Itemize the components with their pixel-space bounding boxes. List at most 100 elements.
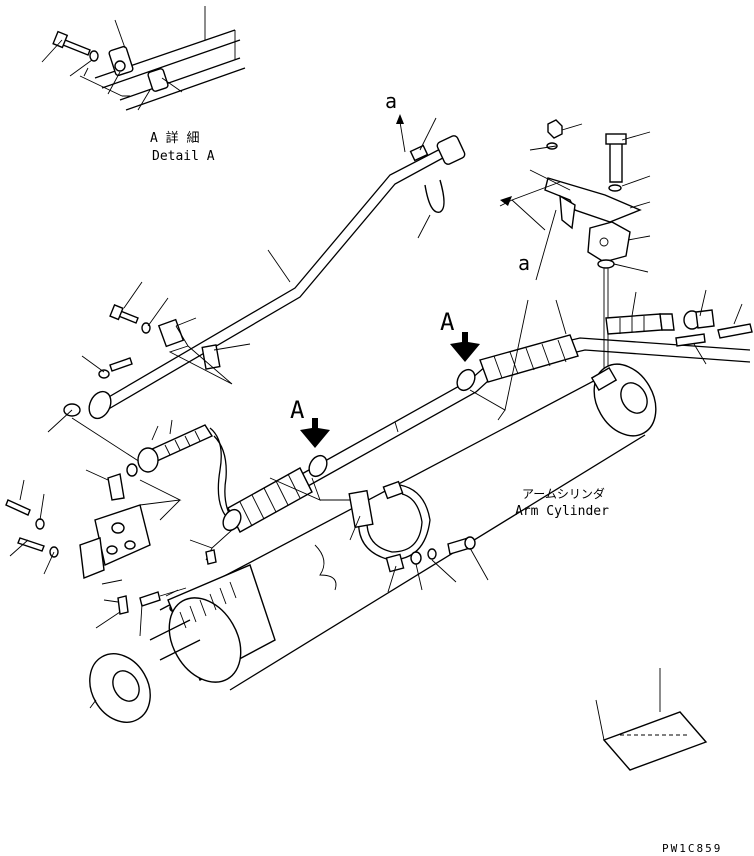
detail-tube-upper-edge: [101, 39, 241, 89]
hose-end-threads: [619, 316, 645, 334]
valve-body: [94, 504, 151, 566]
hose-tag: [205, 549, 217, 565]
band-clamp-tab: [382, 480, 404, 500]
valve-nipple: [117, 595, 129, 615]
detail-leader-4: [137, 89, 151, 111]
valve-bolt-1: [5, 499, 31, 516]
cylinder-break: [314, 544, 337, 591]
rod-eye-bore: [112, 670, 140, 702]
detail-a-inset: A 詳 細 Detail A: [41, 6, 246, 164]
view-arrow-a-1: [300, 418, 330, 448]
valve-plate: [79, 537, 105, 579]
hose-left-bend-2: [213, 435, 233, 521]
clip-leader: [419, 117, 437, 151]
band-clamp-washer: [410, 551, 422, 565]
band-clamp-block: [348, 489, 374, 529]
pipe-clip-top: [409, 144, 429, 162]
ref-label-a-right: a: [518, 251, 530, 275]
gland-bolts: [179, 581, 237, 629]
detail-clamp-2: [147, 68, 169, 92]
nut: [547, 119, 563, 139]
valve-bolt-2: [17, 537, 45, 552]
valve-bracket-lines: [139, 479, 182, 521]
detail-bracket-lines: [79, 67, 130, 97]
detail-label-jp: A 詳 細: [150, 130, 199, 146]
clamp-plate-1: [157, 318, 185, 348]
mount-bracket-leg: [559, 194, 576, 230]
right-upper-leaders: [529, 123, 651, 273]
view-label-a-2: A: [440, 308, 455, 336]
hose-fitting-threads: [164, 430, 201, 456]
long-bolt-head: [605, 133, 627, 145]
caution-label-card: [595, 668, 708, 771]
band-clamp-spacer: [385, 553, 405, 573]
arm-cylinder: アームシリンダ Arm Cylinder: [89, 363, 657, 723]
left-fastener-group: [47, 281, 251, 463]
cylinder-port-block: [590, 366, 618, 392]
right-upper-parts: a: [499, 119, 651, 370]
left-leaders: [47, 281, 251, 433]
cylinder-top-edge: [159, 374, 606, 611]
band-clamp-washer-2: [427, 548, 437, 560]
bolt-1-head: [109, 304, 124, 321]
hose-clamp-right: [456, 368, 476, 392]
valve-plug: [139, 591, 161, 607]
spiral-guard-left-wraps: [239, 473, 301, 527]
drawing-code: PW1C859: [662, 842, 722, 855]
valve-port-1: [111, 522, 125, 534]
ref-label-a-top: a: [385, 89, 397, 113]
detail-tube-lower: [119, 57, 241, 101]
spiral-guard-right: [479, 334, 579, 383]
spiral-guard-right-wraps: [493, 339, 567, 379]
hose-break: [394, 421, 399, 433]
detail-leader-6: [114, 19, 126, 49]
hose-end-left: [222, 508, 242, 532]
ref-arrow-head-right: [500, 196, 512, 206]
junction-block: [587, 221, 631, 263]
detail-leader-1: [41, 39, 63, 63]
view-arrow-a-2: [450, 332, 480, 362]
detail-clamp-hole: [114, 60, 126, 72]
piston-rod: [149, 619, 201, 661]
clamp-leader-right: [469, 299, 529, 421]
detail-tube-lower-edge: [125, 67, 246, 111]
middle-hose-assembly: A A: [189, 299, 751, 565]
adapter-body: [695, 309, 715, 329]
junction-o-ring: [597, 259, 615, 269]
elbow-fitting: [107, 473, 125, 501]
band-clamp-bolt-head: [464, 536, 476, 550]
pipe-flange-left: [88, 390, 112, 420]
washer-2: [98, 369, 110, 379]
arm-cylinder-label-jp: アームシリンダ: [522, 486, 605, 501]
ref-arrow-head-top: [396, 114, 404, 124]
ref-arrow-a-top: [399, 121, 406, 153]
valve-port-2: [124, 540, 136, 550]
small-tube: [717, 323, 753, 339]
upper-pipe-edge-2: [99, 152, 453, 415]
label-card-leaders: [595, 668, 661, 741]
detail-washer: [89, 50, 99, 62]
valve-port-3: [106, 545, 118, 555]
hose-fitting-long: [148, 424, 214, 462]
hose-o-ring: [126, 463, 138, 477]
label-card: [602, 711, 708, 771]
detail-label-en: Detail A: [152, 149, 215, 164]
small-tube-2: [675, 333, 706, 347]
detail-break-lines: [204, 6, 236, 60]
hose-left-bend: [209, 427, 226, 516]
left-hose-assembly: [85, 419, 233, 521]
washer-nut: [546, 142, 558, 150]
view-label-a-1: A: [290, 396, 305, 424]
upper-pipe-edge-1: [94, 144, 449, 406]
valve-leaders: [9, 479, 179, 637]
elbow-leader: [85, 469, 109, 481]
grease-nipple: [89, 699, 97, 709]
detail-leader-5: [161, 77, 183, 93]
hose-nut: [137, 447, 159, 473]
right-fittings-leaders: [631, 289, 743, 365]
u-clip: [424, 179, 445, 213]
valve-washer-1: [35, 518, 45, 530]
right-fittings: [605, 289, 753, 365]
